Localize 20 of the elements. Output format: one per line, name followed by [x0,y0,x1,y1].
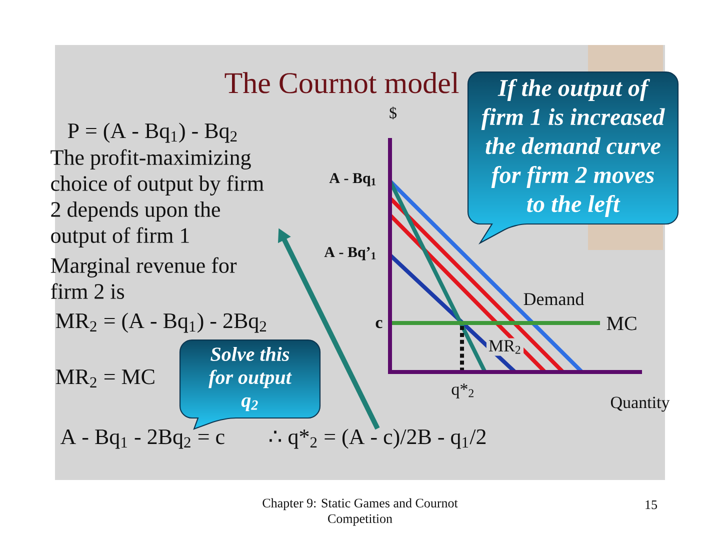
curve-label: Demand [524,292,584,306]
footer-text: Chapter 9: Static Games and Cournot Competition [262,498,458,526]
axis-label: Quantity [610,396,670,412]
body-text: Marginal revenue for firm 2 is [50,257,237,299]
curve-label: MR$_{2}$ [486,338,524,356]
axis-label: c [376,320,382,328]
axis-label: q*$_{2}$ [452,384,474,398]
equation: A - Bq$_{1}$ - 2Bq$_{2}$ = c [60,429,224,449]
curve-label: MC [606,316,636,330]
axis-label: $ [390,106,397,120]
equation: MR$_{2}$ = (A - Bq$_{1}$) - 2Bq$_{2}$ [56,312,266,333]
axis-label: A - Bq$_{1}$ [329,173,376,186]
equation: P = (A - Bq$_{1}$) - Bq$_{2}$ [68,122,237,143]
body-text: The profit-maximizing choice of output by firm 2 depends upon the output of firm 1 [50,149,264,248]
equation: MR$_{2}$ = MC [56,369,154,388]
speech-bubble: If the output of firm 1 is increased the demand curve for firm 2 moves to the left [467,71,679,244]
page-number: 15 [646,500,657,510]
axis-label: A - Bq’$_{1}$ [324,247,376,260]
equation: ∴ q*$_{2}$ = (A - c)/2B - q$_{1}$/2 [270,428,486,449]
slide-title: The Cournot model [224,72,459,94]
